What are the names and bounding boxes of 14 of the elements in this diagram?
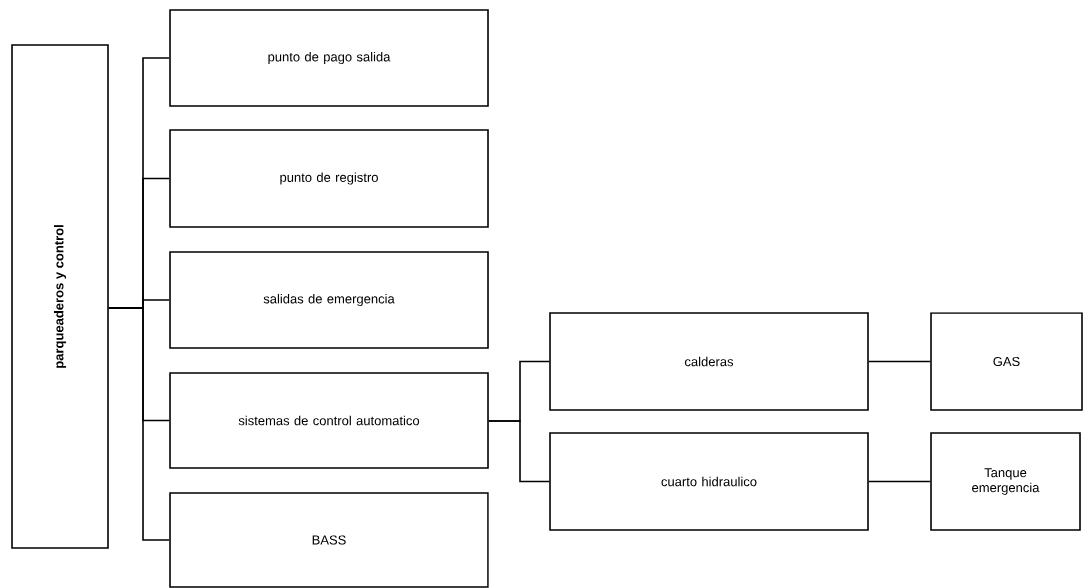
item-box: punto de pago salida (169, 9, 489, 107)
item-box: punto de registro (169, 129, 489, 228)
connector-line (488, 420, 550, 483)
item-box: sistemas de control automatico (169, 372, 489, 469)
connector-line (108, 307, 170, 541)
connector-line (868, 480, 931, 483)
item-box: cuarto hidraulico (549, 432, 869, 531)
item-box: Tanque emergencia (930, 432, 1081, 531)
item-box: salidas de emergencia (169, 251, 489, 349)
connector-line (868, 360, 931, 363)
item-box: calderas (549, 312, 869, 411)
item-box: BASS (169, 492, 489, 588)
category-box: parqueaderos y control (11, 44, 109, 549)
item-box: GAS (930, 312, 1083, 411)
